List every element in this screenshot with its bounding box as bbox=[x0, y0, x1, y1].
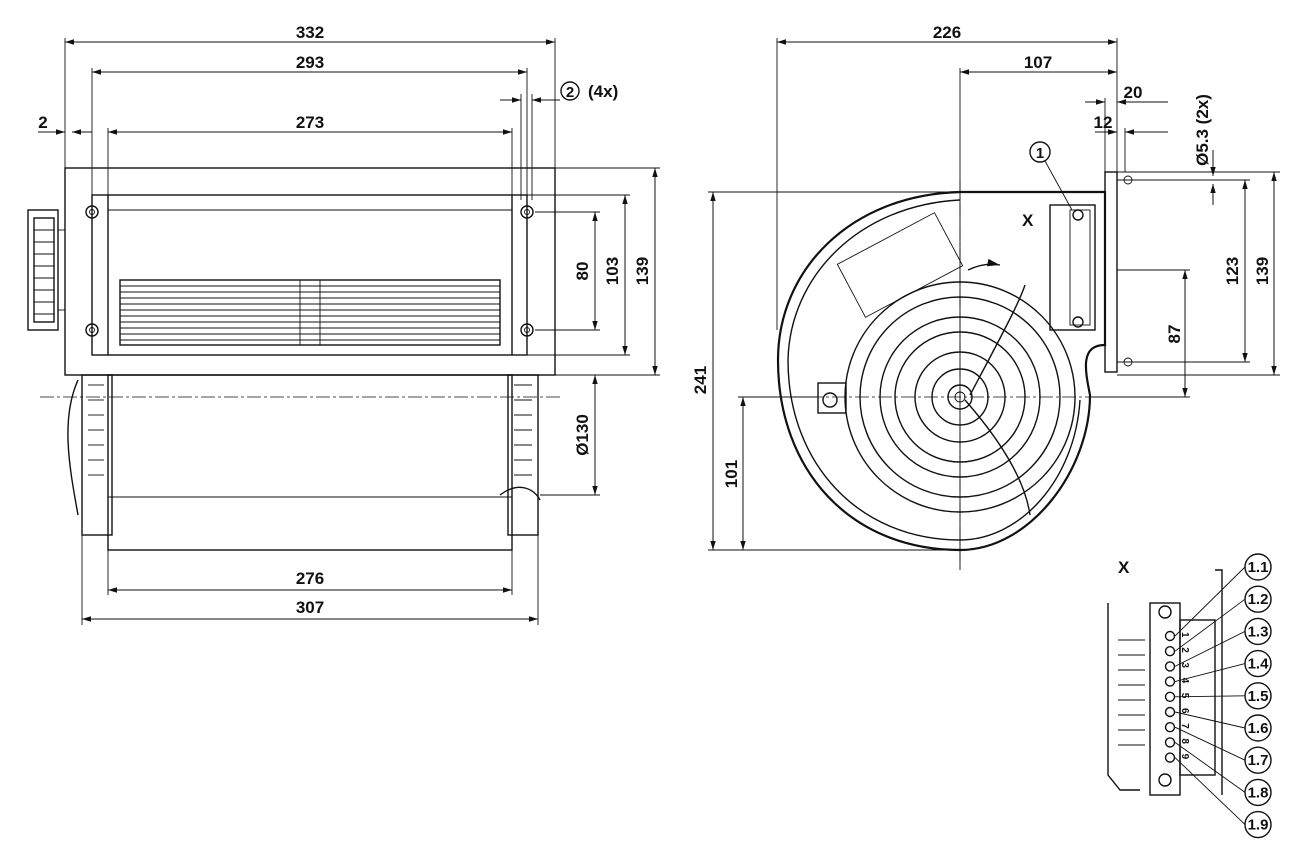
terminal-pin-number: 7 bbox=[1179, 723, 1190, 729]
front-view: 332 293 273 2 2 (4x) 80 103 139 Ø130 276… bbox=[27, 23, 660, 625]
terminal-pin bbox=[1164, 691, 1176, 702]
callout-leader bbox=[1174, 726, 1246, 761]
terminal-callout-label: 1.6 bbox=[1248, 720, 1269, 737]
rotor-blades bbox=[120, 280, 500, 345]
dim-293: 293 bbox=[296, 53, 324, 72]
terminal-pin bbox=[1164, 752, 1176, 763]
callout-leader bbox=[1174, 742, 1246, 793]
terminal-callout-circle bbox=[1244, 714, 1272, 742]
dim-273: 273 bbox=[296, 113, 324, 132]
terminal-pin bbox=[1164, 722, 1176, 733]
dim-103: 103 bbox=[603, 257, 622, 285]
detail-x: X 1 2 3 4 5 6 7 8 9 1.1 1.2 1.3 1.4 1.5 1.6 1.7 1.8 1.9 bbox=[1107, 553, 1272, 839]
terminal-callout-label: 1.2 bbox=[1248, 591, 1269, 608]
terminal-callout-label: 1.3 bbox=[1248, 623, 1269, 640]
callout-leader bbox=[1174, 630, 1246, 667]
terminal-callout-circle bbox=[1244, 553, 1272, 581]
terminal-callout-circle bbox=[1244, 585, 1272, 613]
screw-callout: 2 (4x) bbox=[560, 81, 618, 101]
terminal-pin bbox=[1164, 630, 1176, 642]
terminal-callout-label: 1.4 bbox=[1248, 656, 1270, 673]
dim-139: 139 bbox=[633, 257, 652, 285]
mounting-screw bbox=[520, 323, 534, 337]
callout-number: 1 bbox=[1036, 145, 1044, 162]
terminal-callout-circle bbox=[1244, 617, 1272, 646]
terminal-pin-number: 1 bbox=[1179, 632, 1190, 638]
dim-276: 276 bbox=[296, 569, 324, 588]
component-callout: 1 bbox=[1029, 141, 1073, 211]
dim-139-side: 139 bbox=[1253, 257, 1272, 285]
detail-ribs bbox=[1118, 639, 1145, 746]
terminal-pin bbox=[1164, 706, 1176, 718]
terminal-callout-label: 1.8 bbox=[1248, 784, 1269, 801]
terminal-callout-circle bbox=[1244, 810, 1272, 839]
terminal-pin-number: 4 bbox=[1179, 678, 1190, 684]
dim-20: 20 bbox=[1124, 83, 1143, 102]
dim-hole: Ø5.3 (2x) bbox=[1193, 94, 1212, 166]
callout-leader bbox=[1174, 695, 1246, 698]
callout-leader bbox=[1174, 663, 1246, 683]
terminal-pin-number: 3 bbox=[1179, 662, 1190, 668]
callout-leader bbox=[1174, 711, 1246, 729]
mounting-screw bbox=[85, 205, 99, 219]
dim-101: 101 bbox=[722, 460, 741, 488]
callout-leader bbox=[1174, 598, 1246, 652]
view-x-marker: X bbox=[1022, 211, 1034, 230]
terminal-pin-number: 2 bbox=[1179, 647, 1190, 653]
screw-callout-qty: (4x) bbox=[588, 82, 618, 101]
terminal-callout-label: 1.1 bbox=[1248, 559, 1269, 576]
mounting-screw bbox=[85, 323, 99, 337]
terminal-pin-number: 6 bbox=[1179, 708, 1190, 714]
terminal-pin bbox=[1164, 676, 1176, 687]
terminal-pin-number: 8 bbox=[1179, 738, 1190, 744]
mounting-screw bbox=[520, 205, 534, 219]
dim-332: 332 bbox=[296, 23, 324, 42]
dim-d130: Ø130 bbox=[573, 414, 592, 456]
dim-241: 241 bbox=[691, 366, 710, 394]
dim-87: 87 bbox=[1165, 325, 1184, 344]
callout-leader bbox=[1174, 566, 1246, 637]
detail-x-title: X bbox=[1118, 558, 1130, 577]
dim-2: 2 bbox=[38, 113, 47, 132]
terminal-connector bbox=[27, 209, 65, 331]
screw-callout-number: 2 bbox=[566, 84, 574, 101]
side-view: 1 X 226 107 20 12 Ø5.3 (2x) 123 139 87 2… bbox=[691, 23, 1280, 570]
terminal-pin bbox=[1164, 737, 1176, 748]
dim-307: 307 bbox=[296, 598, 324, 617]
terminal-callout-label: 1.7 bbox=[1248, 752, 1269, 769]
terminal-pin-number: 9 bbox=[1179, 754, 1190, 760]
callout-leader bbox=[1174, 757, 1246, 825]
terminal-pin bbox=[1164, 661, 1176, 672]
motor-fins bbox=[88, 384, 532, 476]
dim-12: 12 bbox=[1094, 113, 1113, 132]
dim-80: 80 bbox=[573, 262, 592, 281]
terminal-callout-circle bbox=[1244, 778, 1272, 807]
terminal-callout-label: 1.5 bbox=[1248, 688, 1269, 705]
terminal-callout-circle bbox=[1244, 682, 1272, 710]
terminal-pin-number: 5 bbox=[1179, 693, 1190, 699]
terminal-callout-label: 1.9 bbox=[1248, 817, 1269, 834]
dim-123: 123 bbox=[1223, 257, 1242, 285]
dim-107: 107 bbox=[1024, 53, 1052, 72]
dim-226: 226 bbox=[933, 23, 961, 42]
terminal-callout-circle bbox=[1244, 649, 1272, 678]
terminal-pin bbox=[1164, 646, 1176, 657]
terminal-callout-circle bbox=[1244, 746, 1272, 774]
